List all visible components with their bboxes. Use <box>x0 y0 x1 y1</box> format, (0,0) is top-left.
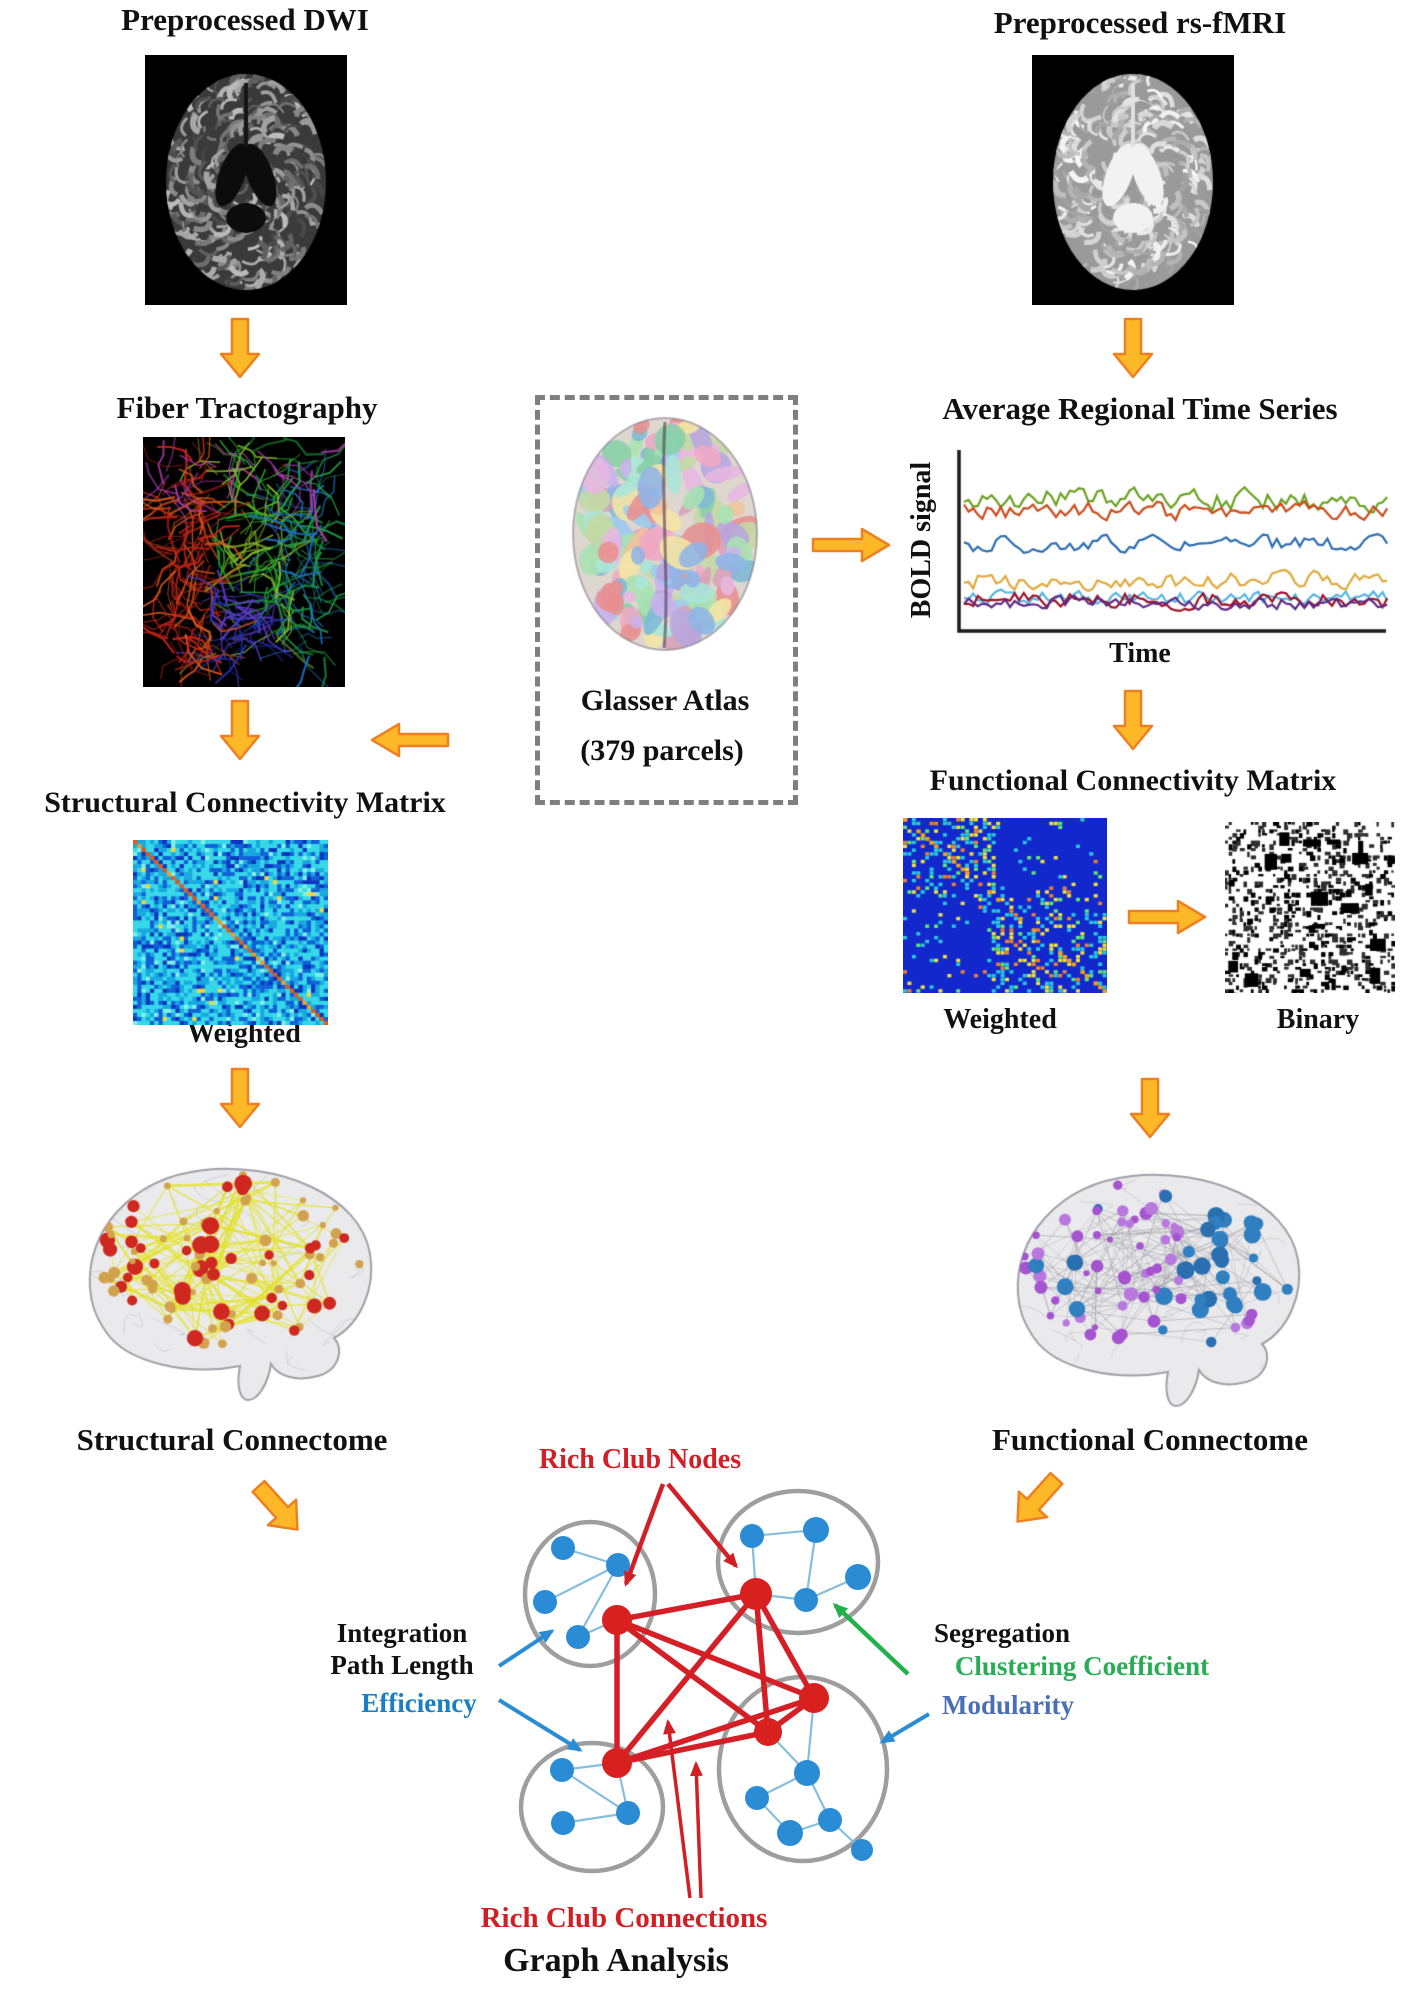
rich-club-connections-label: Rich Club Connections <box>480 1902 768 1934</box>
annotation-arrows <box>497 1482 931 1899</box>
arrow-binary-to-connectome-icon <box>1129 1077 1171 1139</box>
functional-binary-matrix-image <box>1225 822 1395 993</box>
arrow-atlas-to-timeseries-icon <box>811 527 891 563</box>
structural-connectome-image <box>72 1136 382 1404</box>
dwi-title: Preprocessed DWI <box>121 2 369 37</box>
structural-matrix-image <box>133 840 328 1025</box>
rich-club-connections-arrow-right <box>689 1761 703 1899</box>
integration-arrow <box>497 1629 555 1668</box>
path-length-label: Path Length <box>330 1650 474 1680</box>
rich-club-node-dots <box>602 1578 829 1778</box>
structural-matrix-title: Structural Connectivity Matrix <box>44 786 446 819</box>
glasser-atlas-brain-image <box>550 404 780 672</box>
clustering-arrow <box>832 1602 910 1676</box>
arrow-fmri-to-timeseries-icon <box>1112 317 1154 379</box>
arrow-atlas-to-structural-icon <box>370 722 450 758</box>
rich-club-nodes-arrow-right <box>666 1482 738 1569</box>
functional-matrix-title: Functional Connectivity Matrix <box>929 764 1337 797</box>
efficiency-label: Efficiency <box>361 1688 477 1718</box>
rich-club-nodes-arrow-left <box>623 1483 666 1587</box>
functional-connectome-label: Functional Connectome <box>991 1422 1309 1457</box>
rich-club-nodes-label: Rich Club Nodes <box>538 1444 742 1475</box>
arrow-dwi-to-tractography-icon <box>219 317 261 379</box>
arrow-tractography-to-matrix-icon <box>219 699 261 761</box>
clustering-coefficient-label: Clustering Coefficient <box>954 1651 1210 1681</box>
arrow-weighted-to-binary-icon <box>1127 899 1207 935</box>
module-nodes <box>533 1517 873 1861</box>
timeseries-title: Average Regional Time Series <box>942 391 1338 426</box>
glasser-atlas-box <box>535 395 798 805</box>
functional-connectome-image <box>1000 1142 1310 1410</box>
rich-club-connections-arrow-left <box>663 1719 692 1899</box>
functional-weighted-matrix-image <box>903 818 1107 993</box>
time-axis-label: Time <box>1109 638 1171 669</box>
integration-label: Integration <box>336 1618 468 1648</box>
structural-connectome-label: Structural Connectome <box>76 1422 388 1457</box>
segregation-label: Segregation <box>934 1618 1070 1648</box>
fmri-title: Preprocessed rs-fMRI <box>993 5 1287 40</box>
glasser-parcels-label: (379 parcels) <box>580 734 744 767</box>
modularity-label: Modularity <box>942 1690 1074 1720</box>
graph-analysis-title: Graph Analysis <box>503 1942 729 1979</box>
arrow-structural-to-graph-icon <box>243 1472 313 1544</box>
arrow-timeseries-to-matrix-icon <box>1112 689 1154 751</box>
arrow-functional-to-graph-icon <box>1002 1464 1072 1536</box>
glasser-atlas-title: Glasser Atlas <box>580 684 750 717</box>
modularity-arrow <box>879 1712 931 1744</box>
functional-weighted-label: Weighted <box>943 1004 1057 1035</box>
dwi-brain-image <box>145 55 347 305</box>
bold-timeseries-plot <box>950 448 1390 638</box>
efficiency-arrow <box>497 1698 583 1752</box>
fmri-brain-image <box>1032 55 1234 305</box>
fiber-tractography-title: Fiber Tractography <box>116 390 378 425</box>
arrow-weighted-to-connectome-icon <box>219 1067 261 1129</box>
functional-binary-label: Binary <box>1276 1004 1360 1035</box>
fiber-tractography-image <box>143 437 345 687</box>
module-cluster-bottom-left <box>518 1740 666 1874</box>
